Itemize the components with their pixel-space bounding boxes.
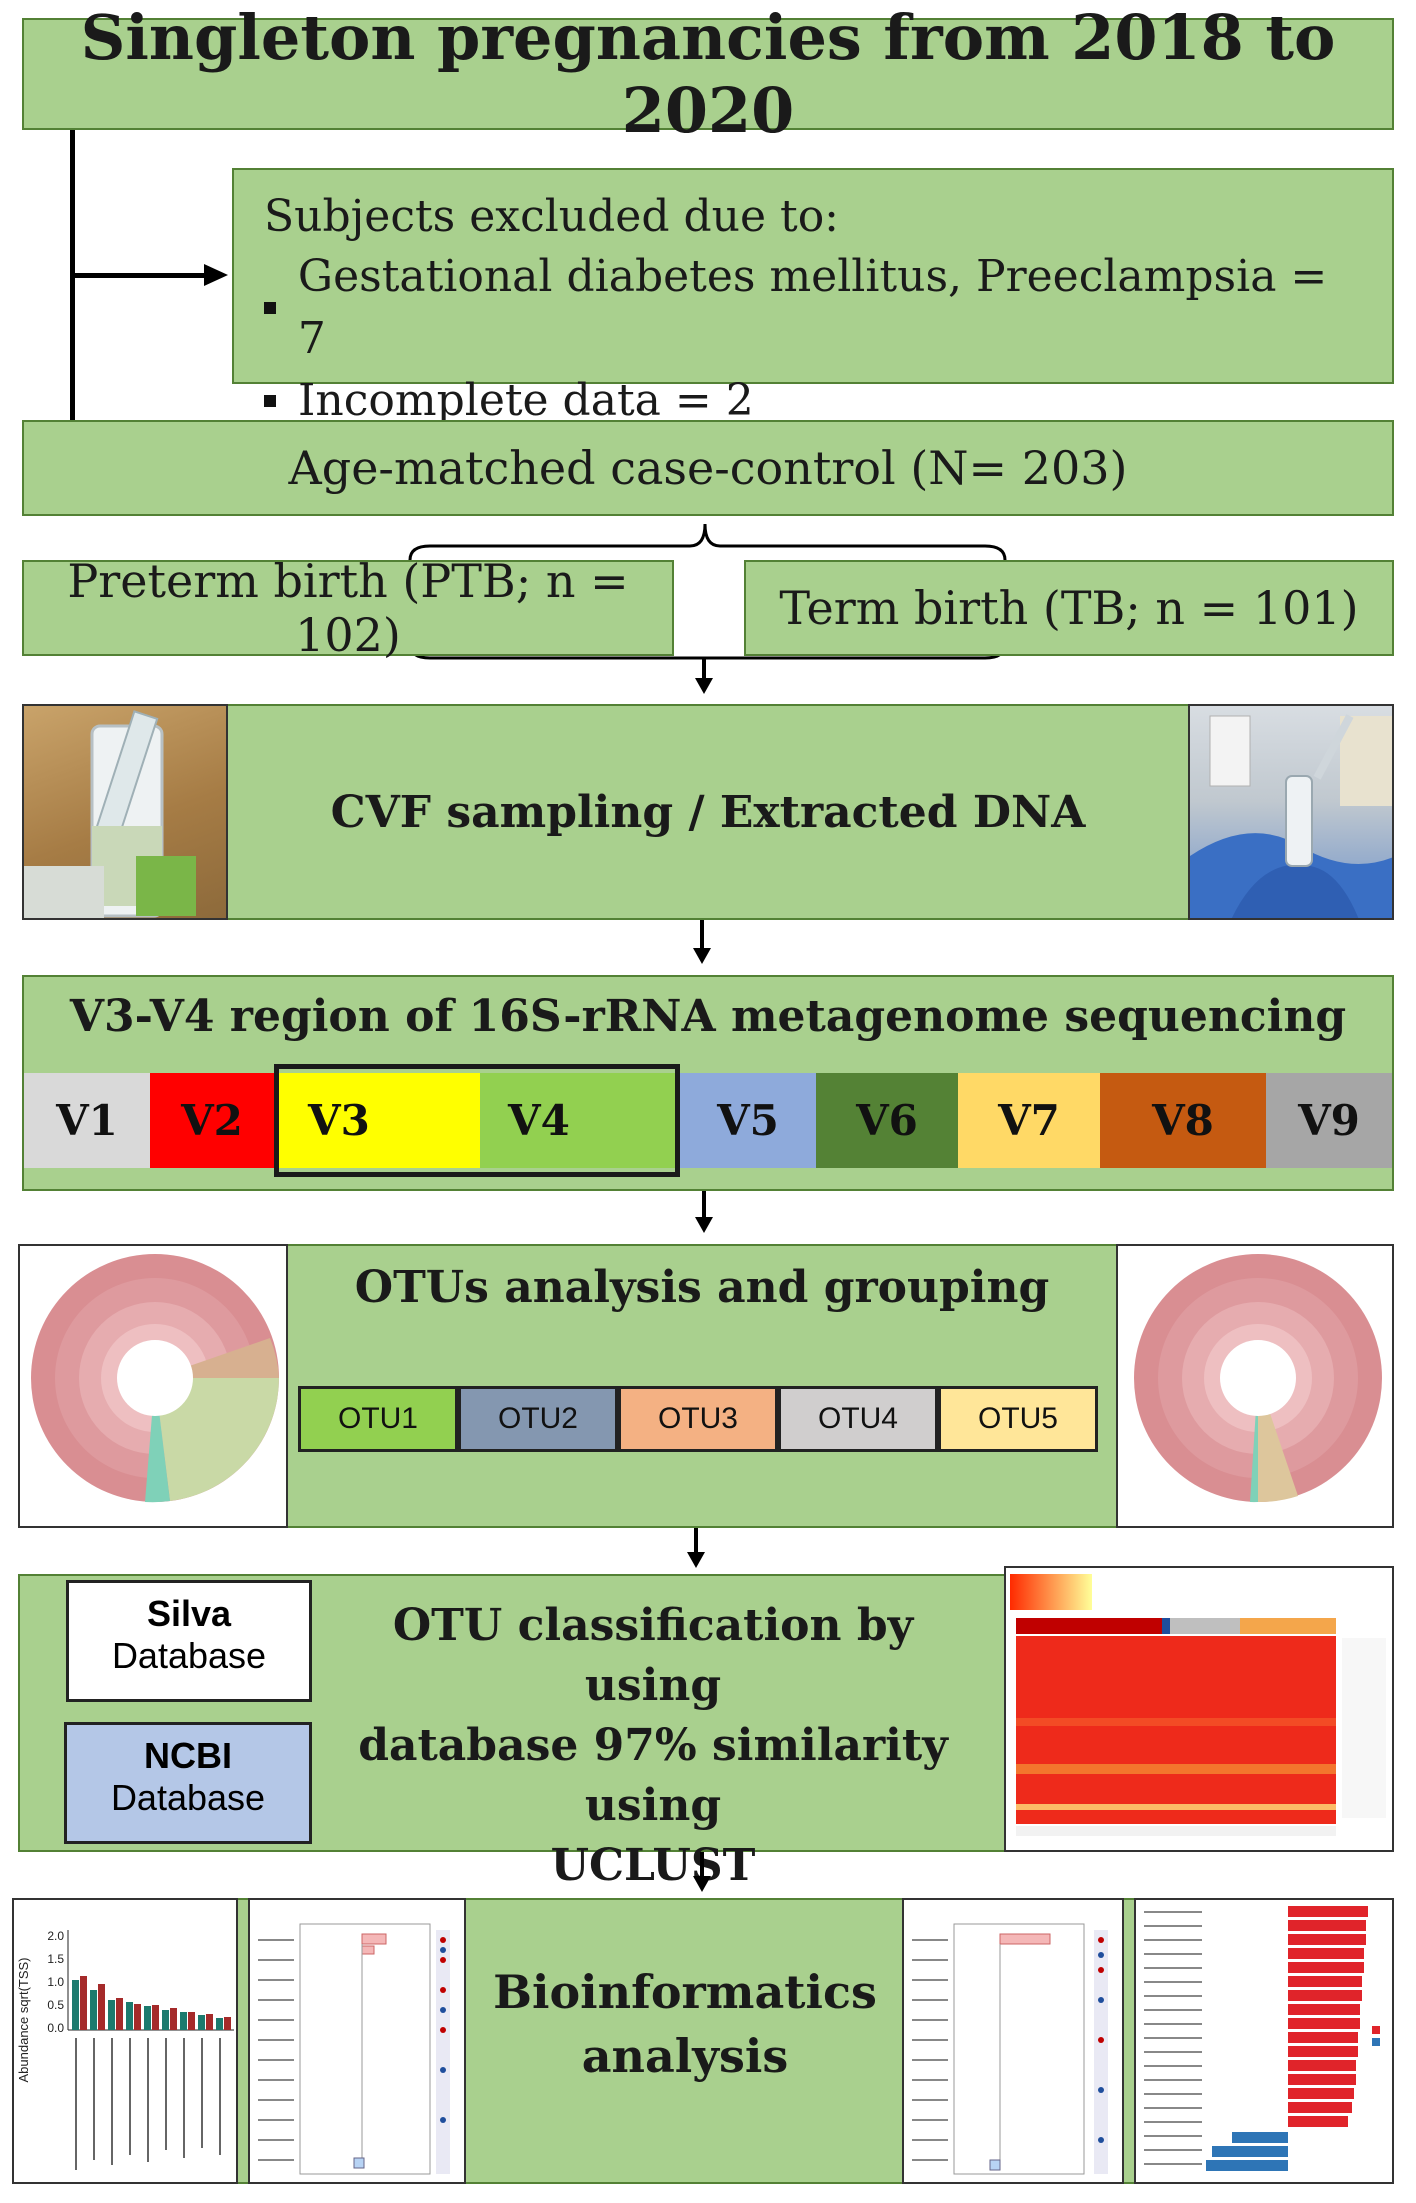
dna-extraction-photo [1188, 704, 1394, 920]
region-v7-label: V7 [998, 1096, 1060, 1145]
title-box: Singleton pregnancies from 2018 to 2020 [22, 1, 1394, 147]
lefse-bar-chart [1134, 1898, 1394, 2184]
connector-3 [702, 1191, 706, 1219]
correlation-chart-left [248, 1898, 466, 2184]
exclusion-item-label: Gestational diabetes mellitus, Preeclamp… [297, 251, 1328, 364]
heatmap-illustration [1010, 1574, 1386, 1836]
region-v9: V9 [1266, 1073, 1392, 1168]
bioinformatics-text: Bioinformatics analysis [470, 1960, 900, 2088]
krona-left-illustration [31, 1254, 279, 1503]
v3-v4-highlight [274, 1064, 680, 1177]
abundance-ytick: 1.0 [47, 1975, 64, 1989]
correlation-chart-right [902, 1898, 1124, 2184]
bioinformatics-line-1: Bioinformatics [493, 1965, 877, 2019]
correlation-left-illustration [258, 1923, 450, 2175]
bullet-icon [264, 395, 276, 407]
region-v3: V3 [274, 1073, 480, 1168]
silva-sub: Database [111, 1635, 267, 1676]
region-v5: V5 [680, 1073, 816, 1168]
connector-horizontal [70, 273, 205, 278]
otu-title: OTUs analysis and grouping [354, 1262, 1050, 1313]
brace-connector [408, 523, 1007, 561]
region-v6-label: V6 [856, 1096, 918, 1145]
correlation-right-illustration [912, 1923, 1108, 2175]
otu-group-1-label: OTU1 [337, 1402, 418, 1435]
arrow-3 [695, 1217, 713, 1233]
lefse-illustration [1144, 1906, 1380, 2171]
region-v9-label: V9 [1298, 1096, 1360, 1145]
connector-2 [700, 920, 704, 950]
connector-4 [694, 1528, 698, 1554]
region-v7: V7 [958, 1073, 1100, 1168]
exclusion-heading: Subjects excluded due to: [264, 191, 840, 242]
krona-chart-right [1116, 1244, 1394, 1528]
classification-line-3: UCLUST [550, 1840, 756, 1891]
arrow-5 [693, 1876, 711, 1892]
tube-illustration [24, 710, 196, 918]
abundance-bar-chart: Abundance sqrt(TSS) 2.0 1.5 1.0 0.5 0.0 [12, 1898, 238, 2184]
bioinformatics-line-2: analysis [581, 2029, 789, 2083]
heatmap-panel [1004, 1566, 1394, 1852]
classification-line-2: database 97% similarity using [358, 1720, 948, 1831]
otu-group-3-label: OTU3 [657, 1402, 738, 1435]
region-v6: V6 [816, 1073, 958, 1168]
otu-group-1: OTU1 [298, 1386, 458, 1452]
otu-group-4-label: OTU4 [817, 1402, 898, 1435]
bullet-icon [264, 302, 276, 314]
otu-group-5-label: OTU5 [977, 1402, 1058, 1435]
arrow-4 [687, 1552, 705, 1568]
arrow-2 [693, 948, 711, 964]
krona-chart-left [18, 1244, 288, 1528]
cohort-box: Age-matched case-control (N= 203) [22, 420, 1394, 516]
connector-1 [702, 658, 706, 680]
region-v2: V2 [150, 1073, 274, 1168]
region-v4-label: V4 [508, 1096, 570, 1145]
abundance-ytick: 1.5 [47, 1952, 64, 1966]
sequencing-title: V3-V4 region of 16S-rRNA metagenome sequ… [69, 991, 1347, 1042]
krona-right-illustration [1134, 1254, 1382, 1503]
otu-group-3: OTU3 [618, 1386, 778, 1452]
sampling-text: CVF sampling / Extracted DNA [330, 786, 1086, 838]
connector-5 [700, 1852, 704, 1878]
arrow-1 [695, 678, 713, 694]
abundance-ytick: 0.0 [47, 2021, 64, 2035]
sampling-text-area: CVF sampling / Extracted DNA [228, 704, 1188, 920]
region-v1: V1 [24, 1073, 150, 1168]
silva-box: Silva Database [66, 1580, 312, 1702]
exclusion-item: Incomplete data = 2 [264, 370, 1362, 432]
ptb-box: Preterm birth (PTB; n = 102) [22, 554, 674, 662]
abundance-ylabel: Abundance sqrt(TSS) [16, 1957, 31, 2082]
gloved-hand-illustration [1190, 714, 1392, 918]
ncbi-box: NCBI Database [64, 1722, 312, 1844]
classification-line-1: OTU classification by using [392, 1600, 914, 1711]
region-v5-label: V5 [717, 1096, 779, 1145]
region-v2-label: V2 [181, 1096, 243, 1145]
classification-text: OTU classification by using database 97%… [318, 1596, 988, 1896]
abundance-chart-illustration: Abundance sqrt(TSS) 2.0 1.5 1.0 0.5 0.0 [16, 1929, 234, 2170]
otu-group-4: OTU4 [778, 1386, 938, 1452]
sample-tube-photo [22, 704, 228, 920]
title-text: Singleton pregnancies from 2018 to 2020 [80, 1, 1336, 147]
otu-group-5: OTU5 [938, 1386, 1098, 1452]
region-v1-label: V1 [56, 1096, 118, 1145]
arrow-to-exclusion [204, 264, 228, 286]
tb-box: Term birth (TB; n = 101) [744, 560, 1394, 656]
region-v8: V8 [1100, 1073, 1266, 1168]
exclusion-item: Gestational diabetes mellitus, Preeclamp… [264, 246, 1362, 370]
cohort-text: Age-matched case-control (N= 203) [288, 441, 1128, 495]
region-v8-label: V8 [1152, 1096, 1214, 1145]
ptb-text: Preterm birth (PTB; n = 102) [67, 554, 629, 662]
abundance-ytick: 2.0 [47, 1929, 64, 1943]
otu-group-2-label: OTU2 [497, 1402, 578, 1435]
tb-text: Term birth (TB; n = 101) [779, 581, 1359, 635]
ncbi-sub: Database [110, 1777, 266, 1818]
exclusion-box: Subjects excluded due to: Gestational di… [232, 168, 1394, 426]
region-v4: V4 [480, 1073, 680, 1168]
silva-name: Silva [146, 1593, 232, 1634]
exclusion-item-label: Incomplete data = 2 [298, 375, 754, 426]
abundance-ytick: 0.5 [47, 1998, 64, 2012]
otu-group-2: OTU2 [458, 1386, 618, 1452]
ncbi-name: NCBI [144, 1735, 232, 1776]
region-v3-label: V3 [308, 1096, 370, 1145]
